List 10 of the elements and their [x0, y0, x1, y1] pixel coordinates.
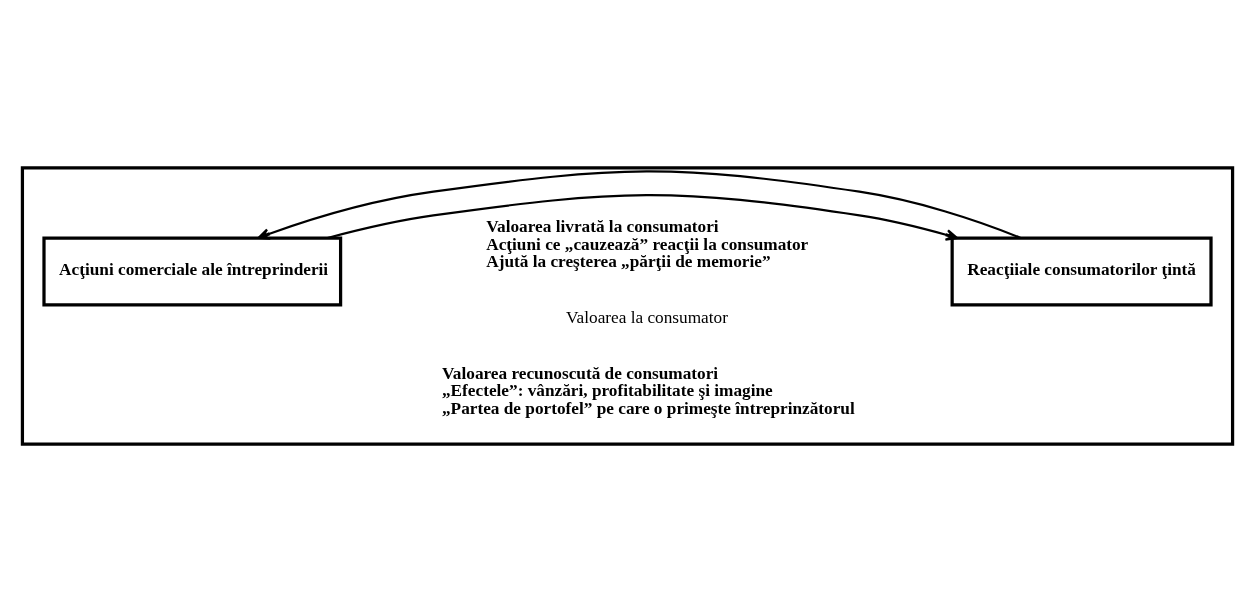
label: Valoarea recunoscută de consumatori — [441, 363, 719, 383]
node-box: Acţiuni comerciale ale întreprinderii — [42, 235, 343, 307]
label: „Efectele”: vânzări, profitabilitate şi imagine — [441, 380, 773, 400]
node-box: Reacţiiale consumatorilor ţintă — [950, 235, 1213, 307]
label: Acţiuni ce „cauzează” reacţii la consumator — [486, 234, 809, 254]
label: Valoarea la consumator — [566, 307, 728, 327]
label: Valoarea livrată la consumatori — [486, 216, 719, 236]
arrow — [257, 169, 1022, 240]
arrow — [327, 193, 959, 241]
cluster — [20, 165, 1235, 446]
